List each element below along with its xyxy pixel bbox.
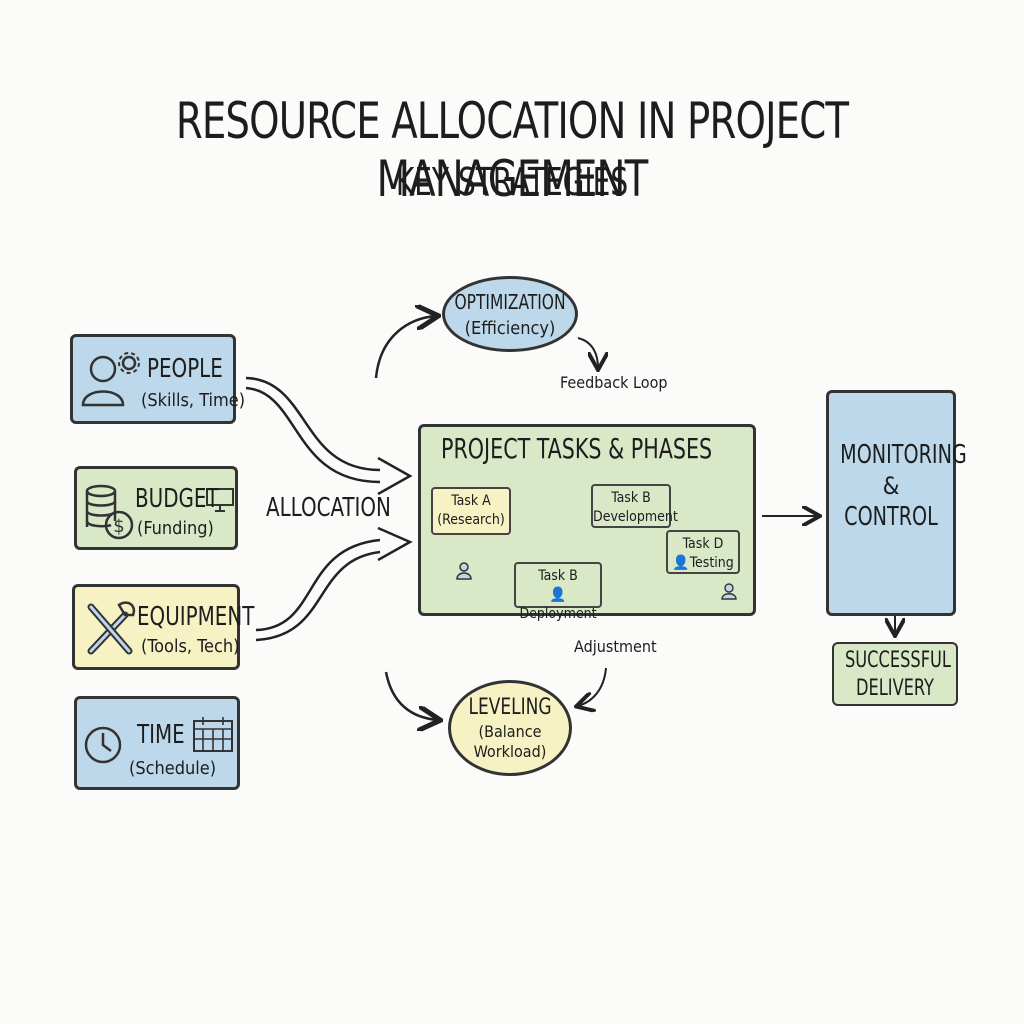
- adjustment-arrow: [578, 667, 607, 706]
- people-title: PEOPLE: [147, 354, 223, 384]
- allocation-arrow-lower: [255, 526, 413, 642]
- optimization-title: OPTIMIZATION: [454, 290, 566, 314]
- resource-people-box: PEOPLE (Skills, Time): [70, 334, 245, 424]
- person-icon: 👤: [672, 554, 690, 571]
- equipment-title: EQUIPMENT: [137, 602, 255, 632]
- leveling-line3: Workload): [473, 742, 547, 761]
- leveling-ellipse: LEVELING (Balance Workload): [448, 680, 572, 776]
- team-icon: [721, 583, 737, 600]
- task-b-deployment: Task B 👤 Deployment: [514, 562, 602, 622]
- task-d-line2: 👤Testing: [668, 554, 738, 573]
- calendar-icon: [193, 717, 233, 752]
- time-title: TIME: [137, 720, 185, 750]
- page-subtitle: KEY STRATEGIES: [395, 160, 629, 204]
- leveling-title: LEVELING: [468, 695, 552, 720]
- budget-sub: (Funding): [137, 518, 214, 539]
- coins-dollar-icon: $: [85, 484, 134, 540]
- person-gear-icon: [81, 352, 140, 407]
- allocation-arrow-upper: [245, 376, 413, 496]
- monitoring-line1: MONITORING: [840, 440, 967, 470]
- equipment-sub: (Tools, Tech): [141, 636, 240, 657]
- leveling-line2: (Balance: [478, 722, 542, 741]
- task-b-dep-line2: 👤 Deployment: [516, 586, 600, 624]
- feedback-loop-label: Feedback Loop: [560, 373, 668, 392]
- clock-icon: [84, 726, 122, 764]
- monitoring-line2: &: [882, 472, 900, 500]
- task-b-dep-line1: Task B: [538, 568, 578, 584]
- resource-budget-box: $ BUDGET (Funding): [74, 466, 238, 550]
- optimization-sub: (Efficiency): [464, 318, 556, 339]
- task-d-text: Testing: [689, 554, 734, 571]
- delivery-line2: DELIVERY: [856, 676, 934, 701]
- people-sub: (Skills, Time): [141, 390, 246, 411]
- task-b-dep-text: Deployment: [519, 605, 597, 622]
- task-b-dev-line2: Development: [593, 508, 678, 525]
- task-a-line2: (Research): [437, 511, 505, 528]
- person-icon: 👤: [549, 586, 567, 603]
- resource-time-box: TIME (Schedule): [74, 696, 240, 790]
- wrench-screwdriver-icon: [87, 601, 136, 655]
- person-icon: [456, 562, 472, 580]
- time-sub: (Schedule): [129, 758, 217, 779]
- delivery-line1: SUCCESSFUL: [844, 648, 951, 673]
- task-a-line1: Task A: [451, 493, 491, 509]
- page-title: RESOURCE ALLOCATION IN PROJECT MANAGEMEN…: [175, 92, 849, 208]
- leveling-in-arrow: [384, 671, 438, 720]
- budget-title: BUDGET: [135, 484, 219, 514]
- task-b-dev-line1: Task B: [611, 490, 651, 506]
- monitoring-line3: CONTROL: [844, 502, 938, 532]
- task-a: Task A (Research): [431, 487, 511, 535]
- svg-text:$: $: [113, 516, 124, 537]
- adjustment-label: Adjustment: [574, 637, 657, 656]
- monitoring-control-box: MONITORING & CONTROL: [826, 390, 967, 616]
- task-b-development: Task B Development: [591, 484, 678, 528]
- resource-equipment-box: EQUIPMENT (Tools, Tech): [72, 584, 254, 670]
- task-d-line1: Task D: [682, 536, 724, 552]
- optimization-ellipse: OPTIMIZATION (Efficiency): [442, 276, 578, 352]
- monitor-icon: [206, 488, 234, 512]
- successful-delivery-box: SUCCESSFUL DELIVERY: [832, 642, 958, 706]
- allocation-label: ALLOCATION: [266, 493, 391, 523]
- task-d: Task D 👤Testing: [666, 530, 740, 574]
- feedback-arrow: [577, 337, 598, 368]
- optimization-in-arrow: [374, 316, 436, 379]
- project-title: PROJECT TASKS & PHASES: [441, 432, 713, 465]
